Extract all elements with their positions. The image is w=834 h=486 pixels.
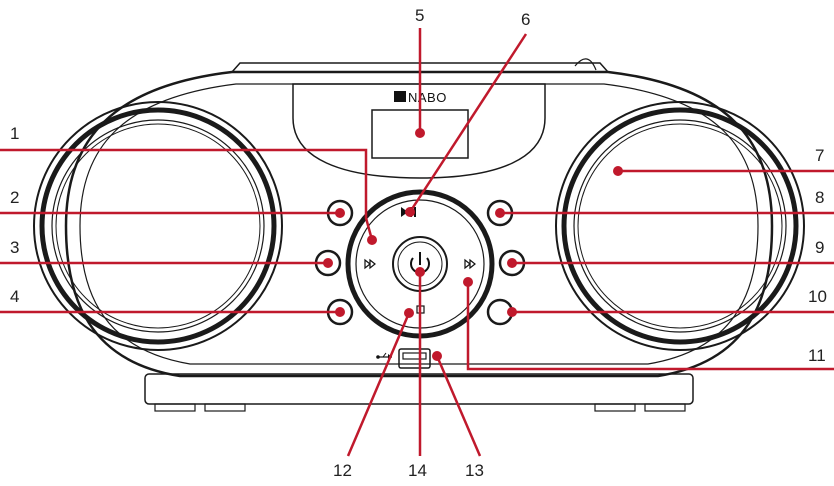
usb-port[interactable]	[398, 348, 431, 369]
callout-dot-12	[404, 308, 414, 318]
callout-label-4: 4	[10, 287, 19, 306]
callout-dot-2	[335, 208, 345, 218]
callout-dot-5	[415, 128, 425, 138]
speaker-left	[33, 101, 283, 351]
rewind-icon[interactable]	[364, 258, 376, 270]
callout-label-13: 13	[465, 461, 484, 480]
callout-dot-1	[367, 235, 377, 245]
callout-label-14: 14	[408, 461, 427, 480]
callout-dot-6	[405, 207, 415, 217]
callout-line-13	[435, 355, 482, 457]
callout-numbers: 1 2 3 4 5 6 7 8 9 10 11 12 13 14	[10, 6, 827, 480]
callout-label-11: 11	[808, 346, 826, 365]
callout-dot-4	[335, 307, 345, 317]
callout-line-1	[0, 148, 374, 241]
callout-line-12	[346, 312, 411, 457]
speaker-right	[555, 101, 805, 351]
callout-dot-14	[415, 267, 425, 277]
callout-dot-10	[507, 307, 517, 317]
callout-dot-13	[432, 351, 442, 361]
callout-label-7: 7	[815, 146, 824, 165]
callout-label-8: 8	[815, 188, 824, 207]
callout-label-3: 3	[10, 238, 19, 257]
inner-face	[79, 83, 759, 365]
callout-dot-8	[495, 208, 505, 218]
callout-label-10: 10	[808, 287, 827, 306]
callout-label-6: 6	[521, 10, 530, 29]
fast-forward-icon[interactable]	[464, 258, 476, 270]
callout-label-5: 5	[415, 6, 424, 25]
callout-dots	[323, 128, 623, 361]
callout-dot-3	[323, 258, 333, 268]
callout-label-1: 1	[10, 124, 19, 143]
callout-label-12: 12	[333, 461, 352, 480]
foot-pad	[154, 403, 196, 412]
callout-dot-7	[613, 166, 623, 176]
callout-label-9: 9	[815, 238, 824, 257]
foot-pad	[204, 403, 246, 412]
foot-pad	[594, 403, 636, 412]
brand-logo-mark	[394, 91, 406, 102]
callout-line-6	[408, 33, 528, 213]
callout-dot-11	[463, 277, 473, 287]
outer-shell	[64, 70, 774, 378]
foot-pad	[644, 403, 686, 412]
callout-label-2: 2	[10, 188, 19, 207]
brand-logo: NABO	[408, 90, 447, 105]
callout-dot-9	[507, 258, 517, 268]
callout-lines	[0, 28, 834, 457]
callout-line-11	[466, 282, 834, 371]
